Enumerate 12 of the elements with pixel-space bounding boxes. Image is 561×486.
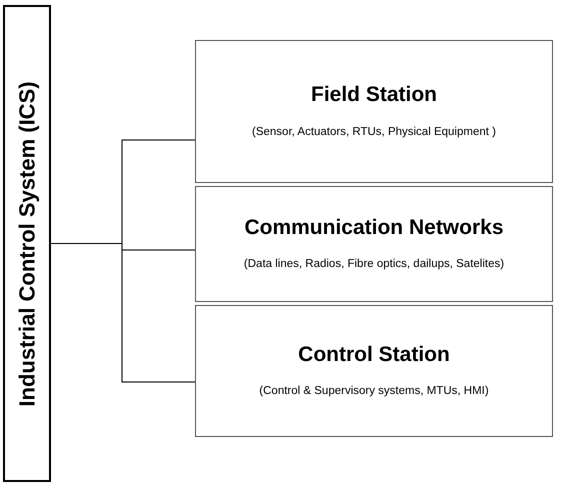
component-title: Field Station bbox=[311, 82, 437, 108]
component-box bbox=[195, 305, 553, 437]
component-description: (Sensor, Actuators, RTUs, Physical Equipment ) bbox=[252, 124, 496, 140]
component-box bbox=[195, 186, 553, 302]
system-title: Industrial Control System (ICS) bbox=[14, 80, 40, 406]
system-box bbox=[3, 5, 51, 482]
component-box bbox=[195, 40, 553, 183]
component-description: (Control & Supervisory systems, MTUs, HMI) bbox=[259, 384, 489, 400]
component-title: Control Station bbox=[298, 342, 450, 368]
component-description: (Data lines, Radios, Fibre optics, dailups, Satelites) bbox=[244, 257, 504, 272]
component-title: Communication Networks bbox=[244, 214, 504, 241]
connector-line bbox=[50, 243, 196, 382]
